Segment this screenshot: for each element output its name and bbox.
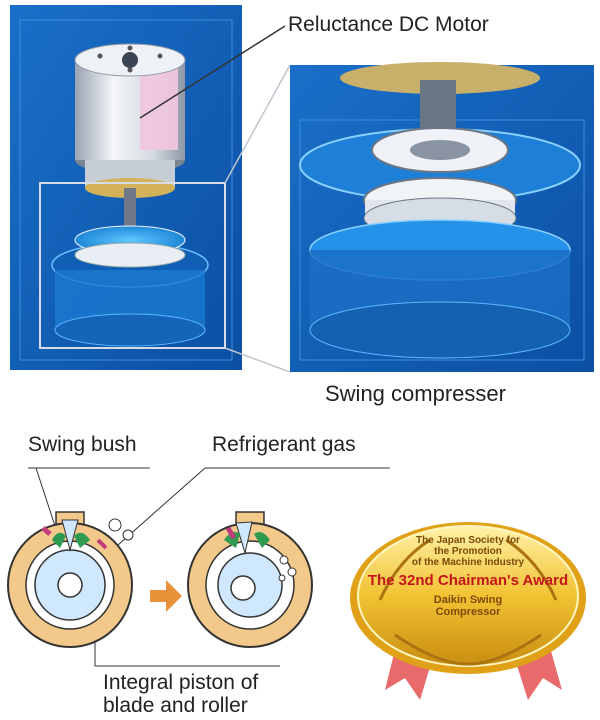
medal-icon bbox=[350, 522, 586, 700]
compressor-closeup bbox=[290, 62, 594, 372]
compressor-label: Swing compresser bbox=[325, 381, 506, 406]
piston-label-line2: blade and roller bbox=[103, 694, 248, 717]
motor-label: Reluctance DC Motor bbox=[288, 13, 489, 36]
award-product-line2: Compressor bbox=[435, 606, 501, 618]
arrow-right-icon bbox=[150, 580, 182, 612]
award-title: The 32nd Chairman's Award bbox=[367, 572, 569, 589]
award-society-line3: of the Machine Industry bbox=[411, 557, 525, 568]
award-society-line1: The Japan Society for bbox=[416, 535, 520, 546]
swing-rotor-icon bbox=[187, 511, 313, 648]
award-society-line2: the Promotion bbox=[434, 546, 502, 557]
piston-label-line1: Integral piston of bbox=[103, 671, 259, 694]
award-text: The Japan Society for the Promotion of t… bbox=[360, 535, 576, 618]
motor-illustration bbox=[10, 5, 242, 370]
swing-rotor-icon bbox=[7, 511, 134, 648]
refrigerant-gas-label: Refrigerant gas bbox=[212, 433, 356, 456]
swing-bush-label: Swing bush bbox=[28, 433, 137, 456]
award-product-line1: Daikin Swing bbox=[433, 594, 503, 606]
